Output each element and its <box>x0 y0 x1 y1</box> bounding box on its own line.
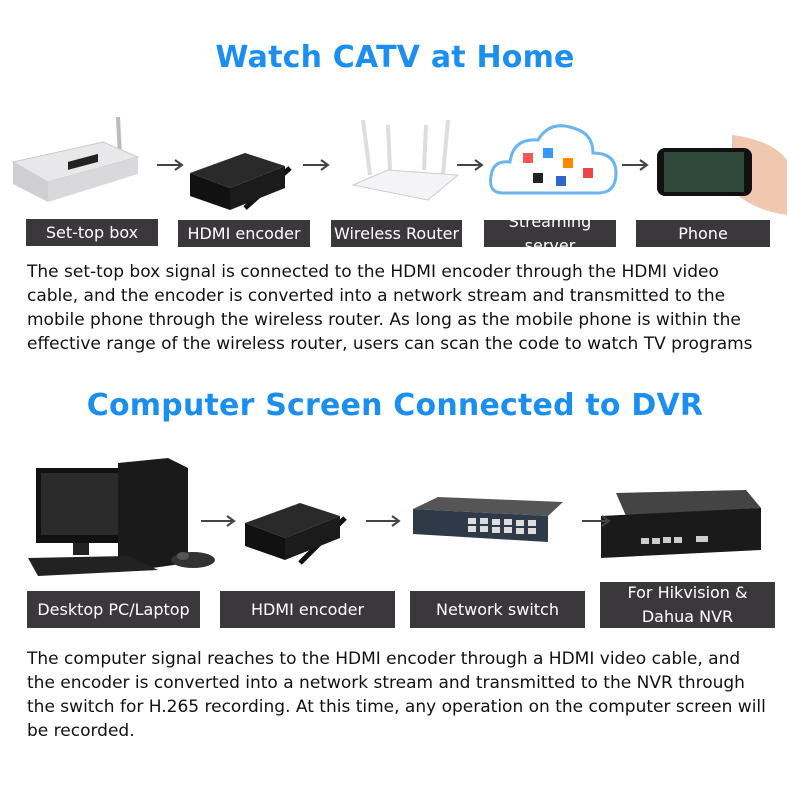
phone-image <box>657 135 787 215</box>
streaming-server-cloud-image <box>489 124 618 195</box>
arrow-right-icon <box>457 159 484 171</box>
section2-description: The computer signal reaches to the HDMI … <box>27 649 766 741</box>
section1-description: The set-top box signal is connected to t… <box>27 262 753 354</box>
hdmi-encoder-image <box>245 503 347 565</box>
network-switch-image <box>413 497 563 542</box>
label-nvr: For Hikvision & Dahua NVR <box>600 582 775 628</box>
hdmi-encoder-image <box>190 153 292 210</box>
label-wireless-router: Wireless Router <box>331 220 462 247</box>
label-phone: Phone <box>636 220 770 247</box>
arrow-right-icon <box>366 515 401 527</box>
label-set-top-box: Set-top box <box>26 219 158 246</box>
arrow-right-icon <box>303 159 330 171</box>
label-network-switch: Network switch <box>410 591 585 628</box>
desktop-pc-image <box>28 458 215 576</box>
arrow-right-icon <box>157 159 184 171</box>
label-hdmi-encoder: HDMI encoder <box>220 591 395 628</box>
section1-title: Watch CATV at Home <box>215 40 575 75</box>
wireless-router-image <box>351 119 460 201</box>
label-streaming-server: Streaming server <box>484 212 616 255</box>
set-top-box-image <box>11 116 140 202</box>
arrow-right-icon <box>582 515 611 527</box>
nvr-image <box>601 490 761 558</box>
arrow-right-icon <box>622 159 649 171</box>
label-hdmi-encoder: HDMI encoder <box>178 220 310 247</box>
arrow-right-icon <box>201 515 236 527</box>
section2-title: Computer Screen Connected to DVR <box>86 388 704 423</box>
label-desktop-pc: Desktop PC/Laptop <box>27 591 200 628</box>
